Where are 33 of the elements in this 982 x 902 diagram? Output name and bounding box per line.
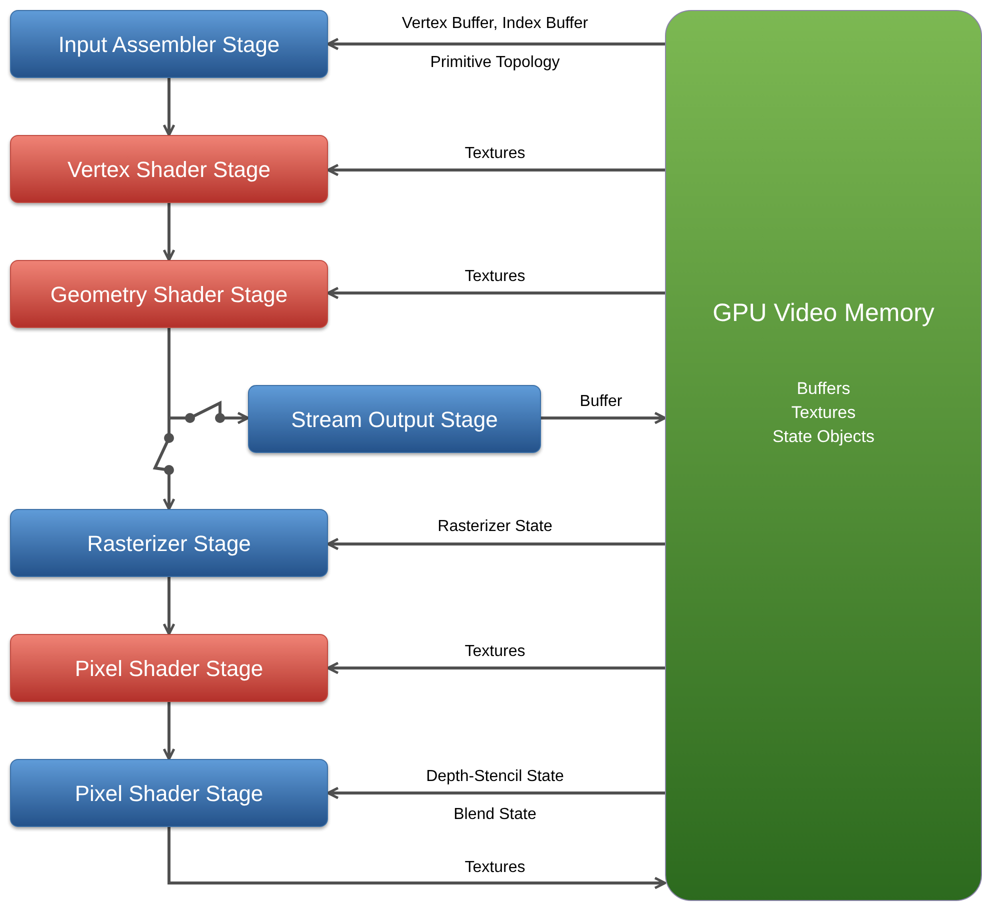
stage-box (10, 509, 328, 577)
arrow (162, 203, 176, 262)
arrow (162, 577, 176, 636)
arrow (326, 164, 665, 176)
node-title: Geometry Shader Stage (50, 280, 288, 309)
node-title: Input Assembler Stage (58, 30, 280, 59)
arrow (326, 286, 665, 300)
arrow (541, 412, 666, 424)
arrow (326, 786, 665, 800)
edge-note: Blend State (454, 805, 536, 825)
arrow (326, 538, 665, 550)
node-title: Stream Output Stage (291, 406, 498, 434)
node-title: Pixel Shader Stage (74, 654, 264, 683)
list-item: Buffers (796, 378, 850, 400)
node-title: GPU Video Memory (712, 298, 934, 329)
arrow (162, 702, 176, 760)
list-item: State Objects (772, 426, 875, 448)
node-title: Rasterizer Stage (87, 530, 251, 558)
stage-box (10, 759, 328, 827)
arrow (162, 78, 176, 136)
arrow (168, 827, 666, 890)
arrow (326, 38, 665, 50)
stage-box (10, 135, 328, 203)
list-item: Textures (791, 402, 856, 424)
arrow (326, 662, 665, 674)
stage-box (10, 634, 328, 702)
edge-note: Primitive Topology (430, 53, 560, 73)
node-title: Pixel Shader Stage (74, 780, 264, 808)
stage-box (10, 260, 328, 328)
node-title: Vertex Shader Stage (67, 156, 271, 184)
memory-block (665, 10, 982, 901)
stage-box (10, 10, 328, 78)
stage-box (248, 385, 541, 453)
